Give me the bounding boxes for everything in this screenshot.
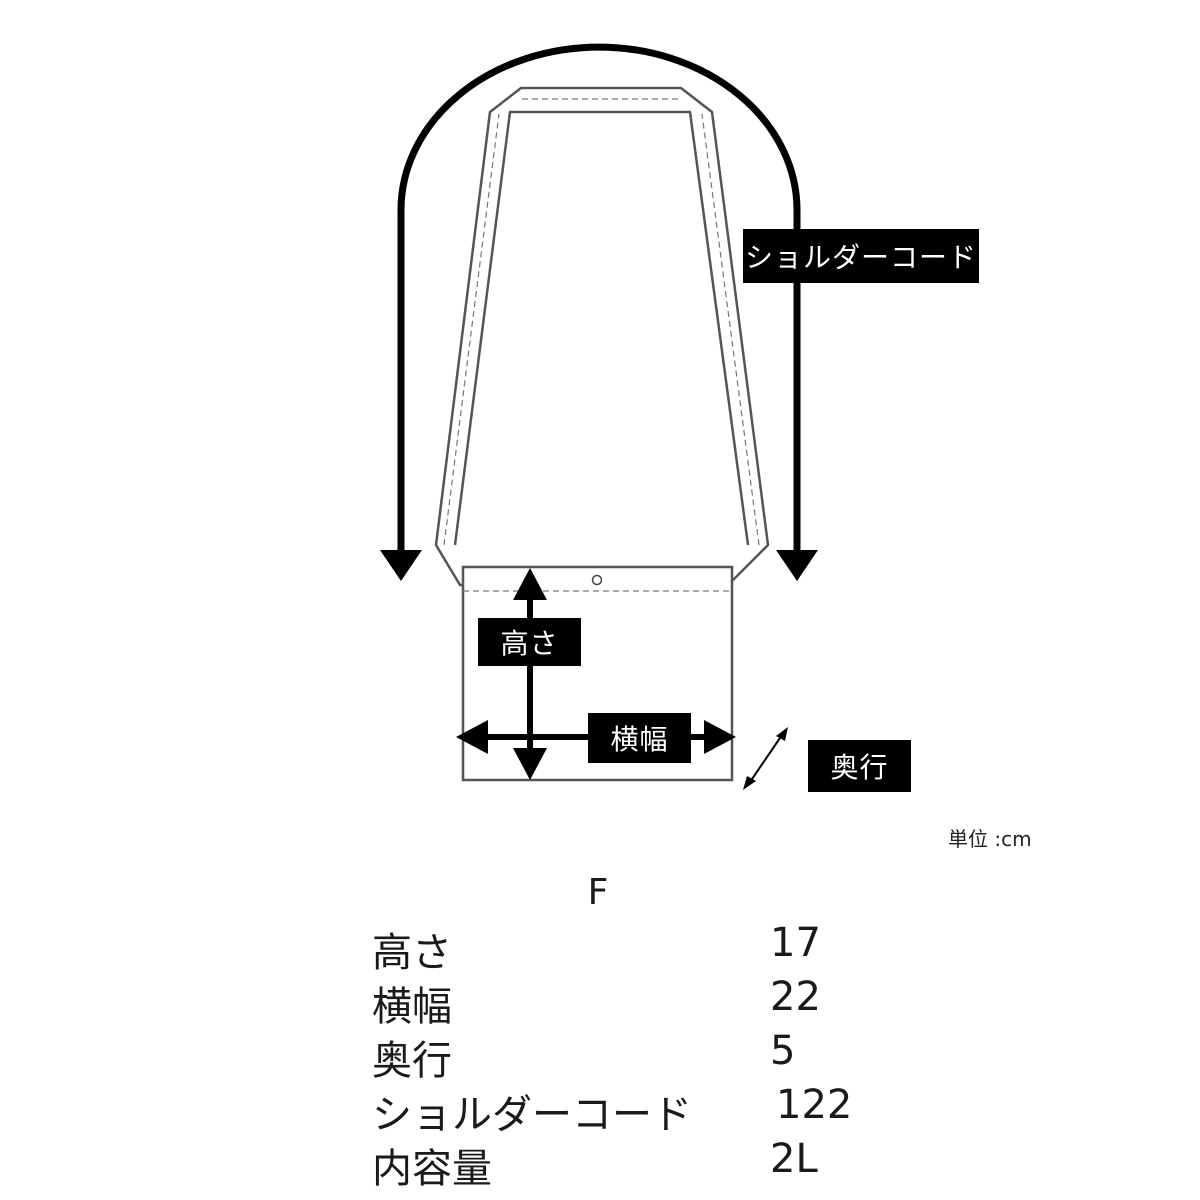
row-label: 内容量 <box>372 1146 492 1192</box>
row-label: 奥行 <box>372 1038 452 1084</box>
strap-stitching <box>443 98 760 546</box>
snap-button <box>591 574 603 586</box>
shoulder-cord-label: ショルダーコード <box>743 229 979 283</box>
width-arrowhead-right <box>704 720 736 754</box>
width-arrowhead-left <box>456 720 488 754</box>
shoulder-strap <box>434 86 770 587</box>
depth-arrowhead-bottom <box>743 776 756 790</box>
depth-label: 奥行 <box>808 740 911 792</box>
row-value: 122 <box>776 1082 853 1128</box>
row-value: 2L <box>770 1136 818 1182</box>
table-row: 奥行 5 <box>372 1028 892 1084</box>
row-value: 22 <box>770 974 821 1020</box>
row-label: 高さ <box>372 930 452 976</box>
row-label: 横幅 <box>372 984 452 1030</box>
table-row: 高さ 17 <box>372 920 892 976</box>
table-row: ショルダーコード 122 <box>372 1082 892 1138</box>
height-label: 高さ <box>478 618 581 666</box>
width-label: 横幅 <box>588 713 691 763</box>
depth-arrowhead-top <box>776 727 788 741</box>
cord-arrowhead-left <box>380 550 422 581</box>
height-arrowhead-top <box>513 568 547 600</box>
height-arrowhead-bottom <box>513 748 547 780</box>
depth-arrow <box>749 734 783 783</box>
unit-note: 単位 :cm <box>948 827 1032 851</box>
table-row: 横幅 22 <box>372 974 892 1030</box>
row-value: 5 <box>770 1028 796 1074</box>
cord-arrowhead-right <box>776 550 818 581</box>
row-label: ショルダーコード <box>372 1092 692 1138</box>
cord-arrow <box>397 43 801 560</box>
row-value: 17 <box>770 920 821 966</box>
size-header: F <box>587 872 609 913</box>
table-row: 内容量 2L <box>372 1136 892 1192</box>
